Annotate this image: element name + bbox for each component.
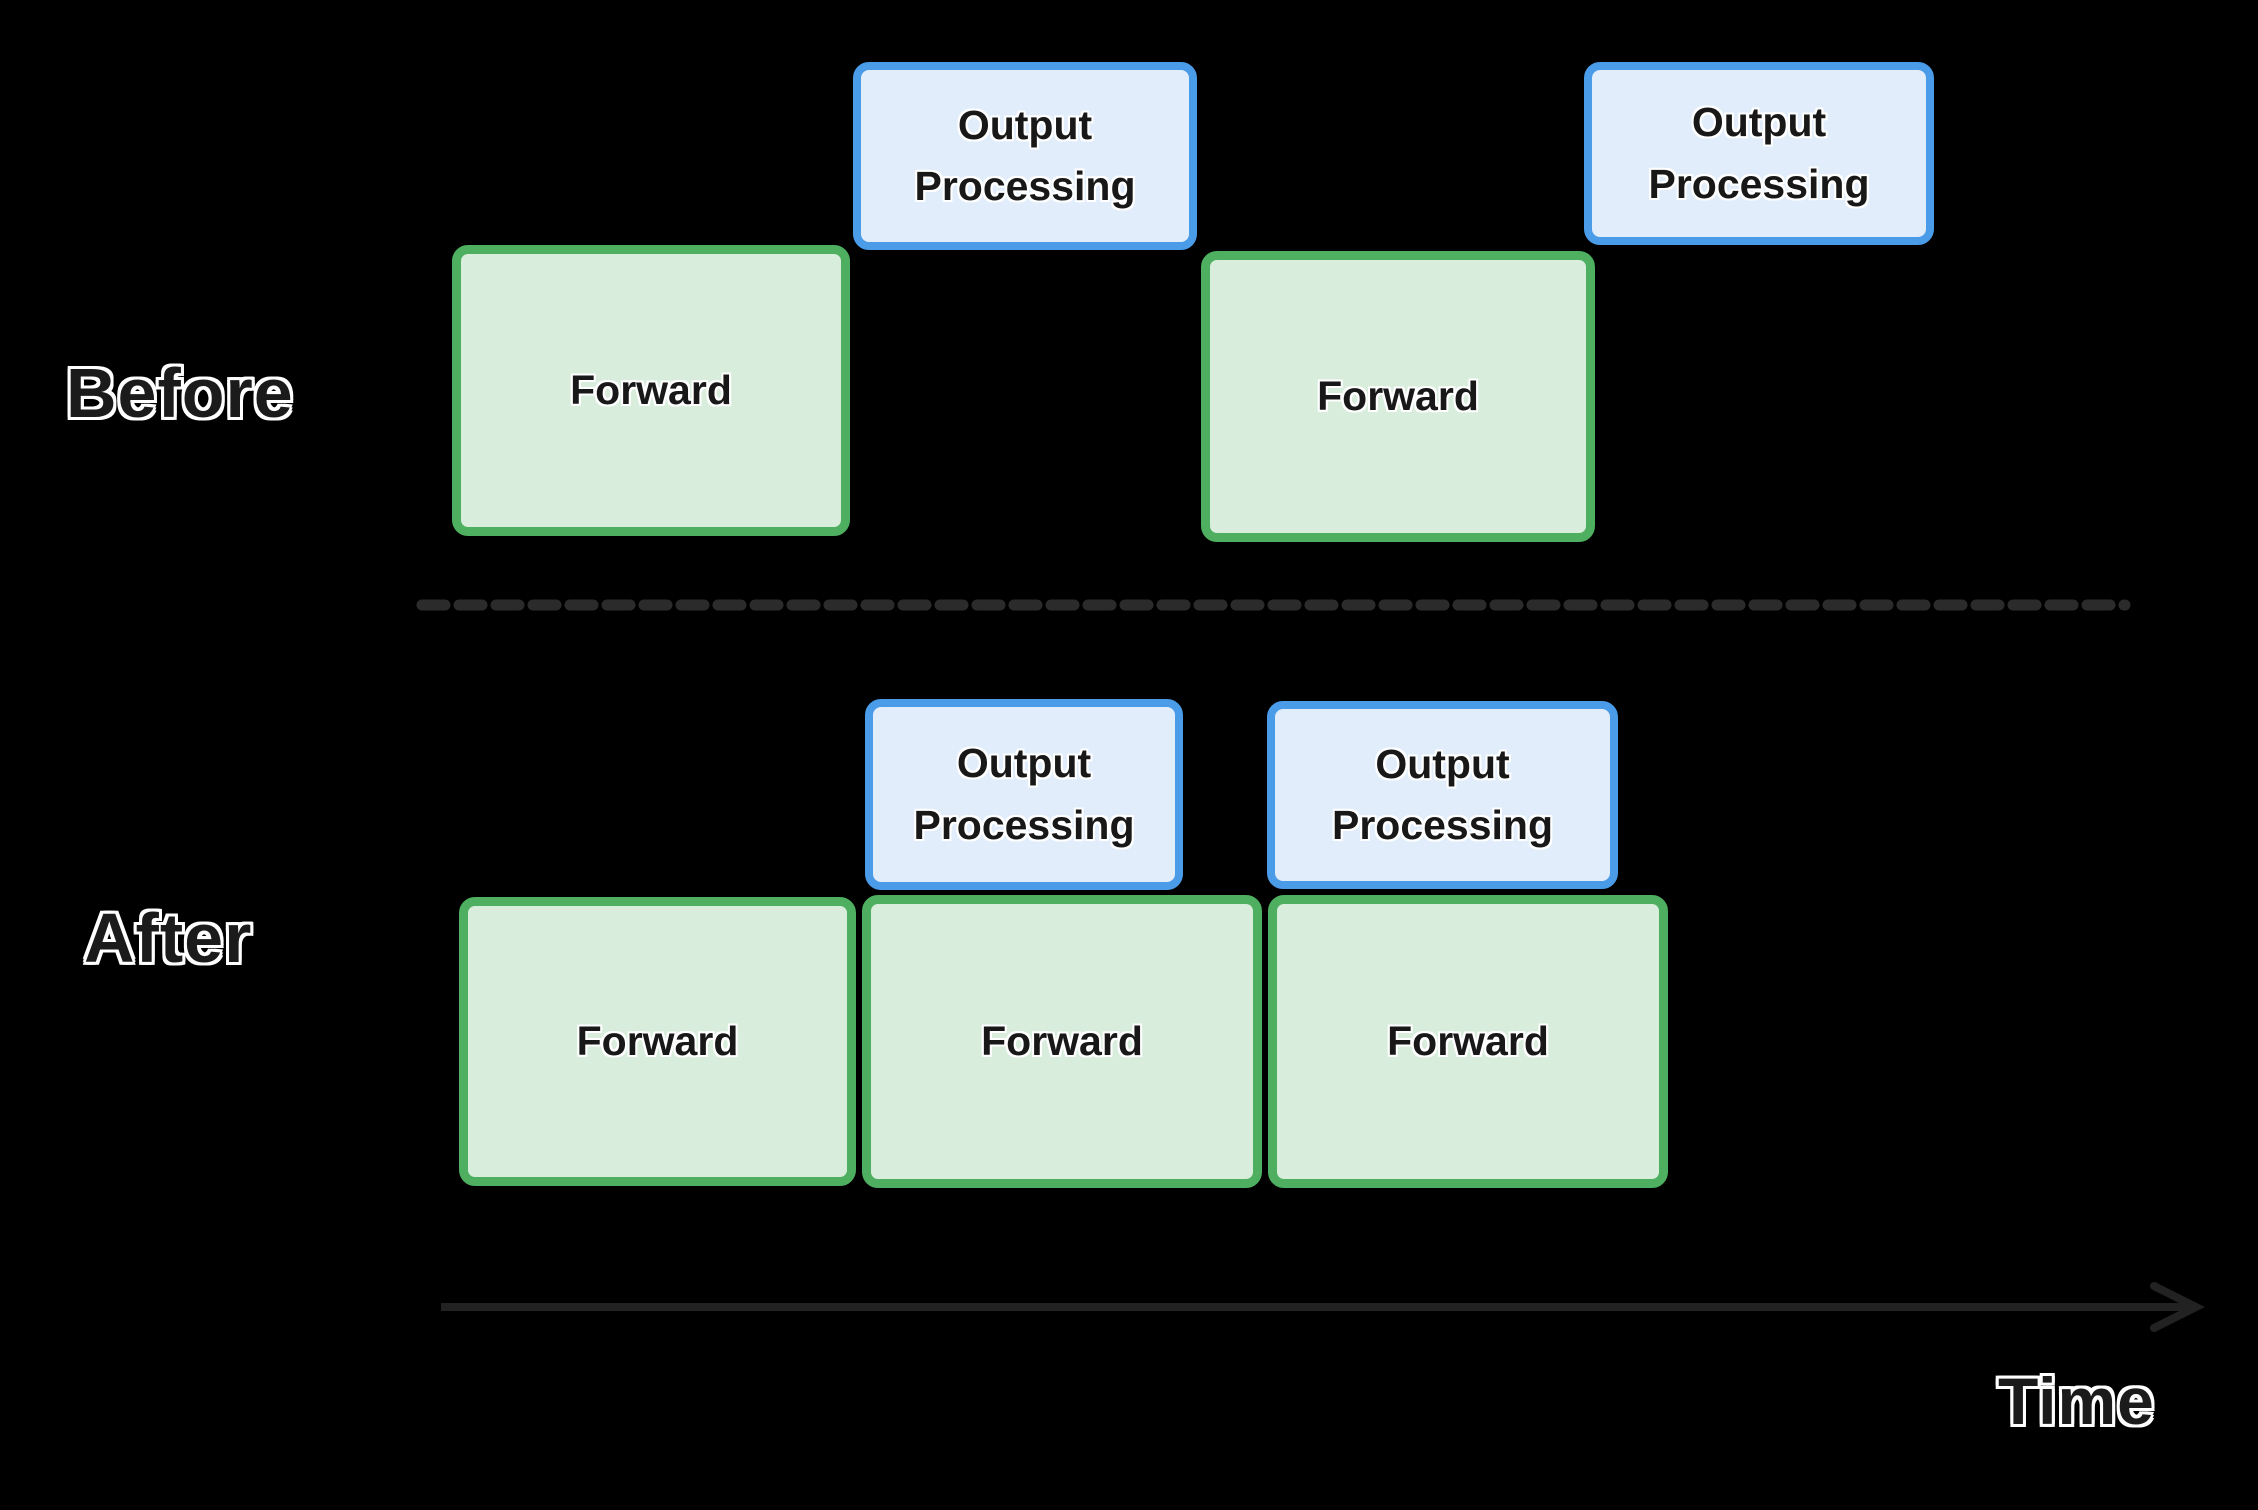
after-output-processing-1-label: Output Processing [913,740,1135,848]
before-output-processing-2-label: Output Processing [1648,99,1870,207]
after-forward-1-box: Forward [459,897,856,1186]
before-forward-2-box: Forward [1201,251,1595,542]
before-forward-1-box: Forward [452,245,850,536]
before-output-processing-2-box: Output Processing [1584,62,1934,245]
after-forward-3-label: Forward [1387,1017,1549,1064]
time-axis-arrowhead-icon [2150,1282,2205,1332]
after-output-processing-2-label: Output Processing [1331,740,1554,849]
after-output-processing-1-box: Output Processing [865,699,1183,890]
after-forward-2-label: Forward [981,1017,1143,1064]
after-forward-1-label: Forward [576,1017,739,1064]
before-section-label: Before [66,354,294,432]
after-output-processing-2-box: Output Processing [1267,701,1618,889]
after-forward-3-box: Forward [1268,895,1668,1188]
time-axis-label: Time [1998,1364,2155,1438]
after-forward-2-box: Forward [862,895,1262,1188]
after-section-label: After [84,899,253,977]
before-forward-2-label: Forward [1317,372,1479,419]
before-output-processing-1-label: Output Processing [914,101,1136,210]
before-output-processing-1-box: Output Processing [853,62,1197,250]
before-forward-1-label: Forward [570,366,732,413]
